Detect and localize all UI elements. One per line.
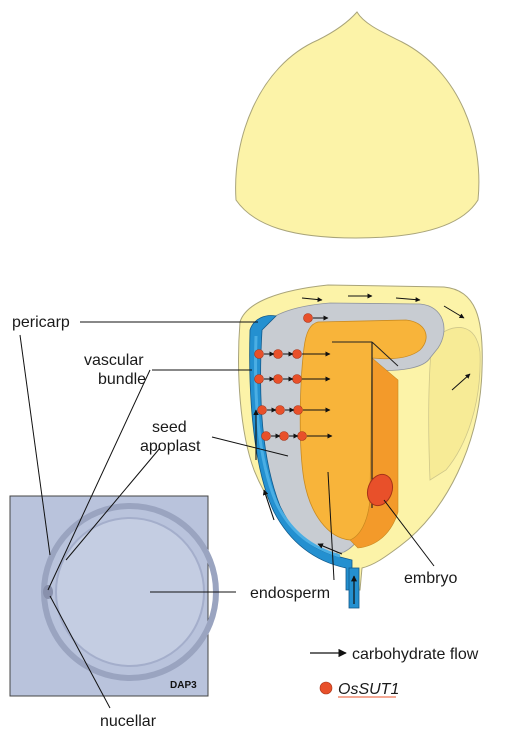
transporter-dot [262, 432, 271, 441]
transporter-dot [255, 375, 264, 384]
label-seed-line2: apoplast [140, 438, 201, 455]
transporter-dot [280, 432, 289, 441]
label-vascular-line1: vascular [84, 352, 144, 369]
transporter-dot [298, 432, 307, 441]
label-nucellar: nucellar [100, 713, 157, 730]
label-vascular-line2: bundle [98, 371, 146, 388]
label-endosperm: endosperm [250, 585, 330, 602]
legend-flow-label: carbohydrate flow [352, 646, 479, 663]
transporter-dot [258, 406, 267, 415]
legend-transporter-dot [320, 682, 332, 694]
transporter-dot [255, 350, 264, 359]
legend: carbohydrate flow OsSUT1 [310, 646, 479, 698]
label-seed-line1: seed [152, 419, 187, 436]
label-embryo: embryo [404, 570, 457, 587]
transporter-dot [304, 314, 313, 323]
transporter-dot [276, 406, 285, 415]
legend-transporter-label: OsSUT1 [338, 681, 399, 698]
micrograph-tag: DAP3 [170, 680, 197, 691]
label-pericarp: pericarp [12, 314, 70, 331]
transporter-dot [274, 375, 283, 384]
grain-cap [236, 12, 479, 238]
transporter-dot [274, 350, 283, 359]
transporter-dot [293, 350, 302, 359]
transporter-dot [294, 406, 303, 415]
micrograph-nucellar-spot [43, 585, 53, 599]
transporter-dot [293, 375, 302, 384]
